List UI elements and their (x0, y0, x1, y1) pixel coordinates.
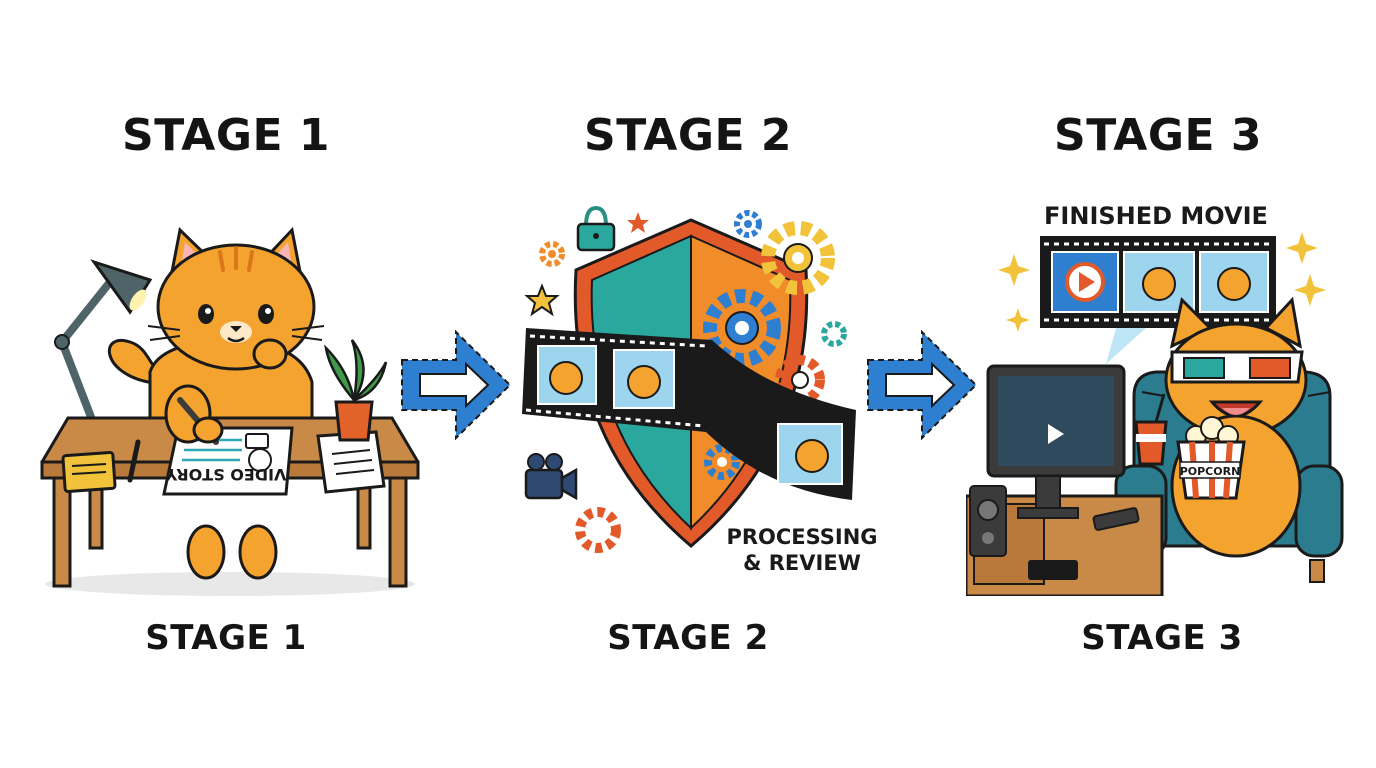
sparkle-icon (1294, 274, 1326, 306)
gear-icon (703, 289, 781, 367)
sparkle-icon (998, 254, 1030, 286)
stage-3-caption: STAGE 3 (1081, 618, 1243, 658)
stage-1-heading: STAGE 1 (122, 110, 330, 161)
finished-movie-banner: FINISHED MOVIE (1044, 202, 1268, 230)
flow-arrow-1 (400, 329, 512, 444)
star-icon (627, 212, 649, 233)
gear-icon (704, 444, 740, 480)
sheet-text: VIDEO STORY (165, 465, 286, 484)
gear-icon (821, 321, 847, 347)
stage-3-heading: STAGE 3 (1054, 110, 1262, 161)
processing-label-line-1: PROCESSING (726, 525, 877, 549)
cat-paw (252, 338, 288, 370)
sparkle-icon (1286, 232, 1318, 264)
remote-icon (1092, 507, 1140, 531)
finished-film-strip (1040, 236, 1276, 328)
speaker-icon (969, 485, 1007, 557)
monitor-icon (986, 364, 1126, 519)
star-icon (524, 283, 560, 317)
stage-3-illustration: FINISHED MOVIE (966, 196, 1346, 596)
3d-glasses-icon (1170, 350, 1304, 384)
drink-cup-icon (1134, 393, 1168, 466)
processing-label-line-2: & REVIEW (743, 551, 861, 575)
popcorn-text: POPCORN (1180, 465, 1241, 478)
sparkle-icon (1006, 308, 1030, 332)
stage-1-caption: STAGE 1 (145, 618, 307, 658)
story-sheet: VIDEO STORY (162, 426, 294, 496)
stage-2-caption: STAGE 2 (607, 618, 769, 658)
video-camera-icon (524, 453, 578, 501)
pen-icon (127, 439, 141, 483)
gear-icon (761, 221, 835, 295)
flow-arrow-2 (866, 329, 978, 444)
stage-2-heading: STAGE 2 (584, 110, 792, 161)
plant-icon (324, 339, 388, 442)
stage-2-illustration: PROCESSING & REVIEW (516, 200, 886, 580)
cat-head (147, 226, 325, 371)
gear-icon (575, 507, 621, 553)
gear-icon (734, 210, 762, 238)
popcorn-icon: POPCORN (1176, 416, 1246, 500)
film-strip-icon (522, 328, 856, 500)
gear-icon (539, 241, 565, 267)
lock-icon (576, 205, 616, 252)
stage-1-illustration: VIDEO STORY (30, 222, 430, 600)
